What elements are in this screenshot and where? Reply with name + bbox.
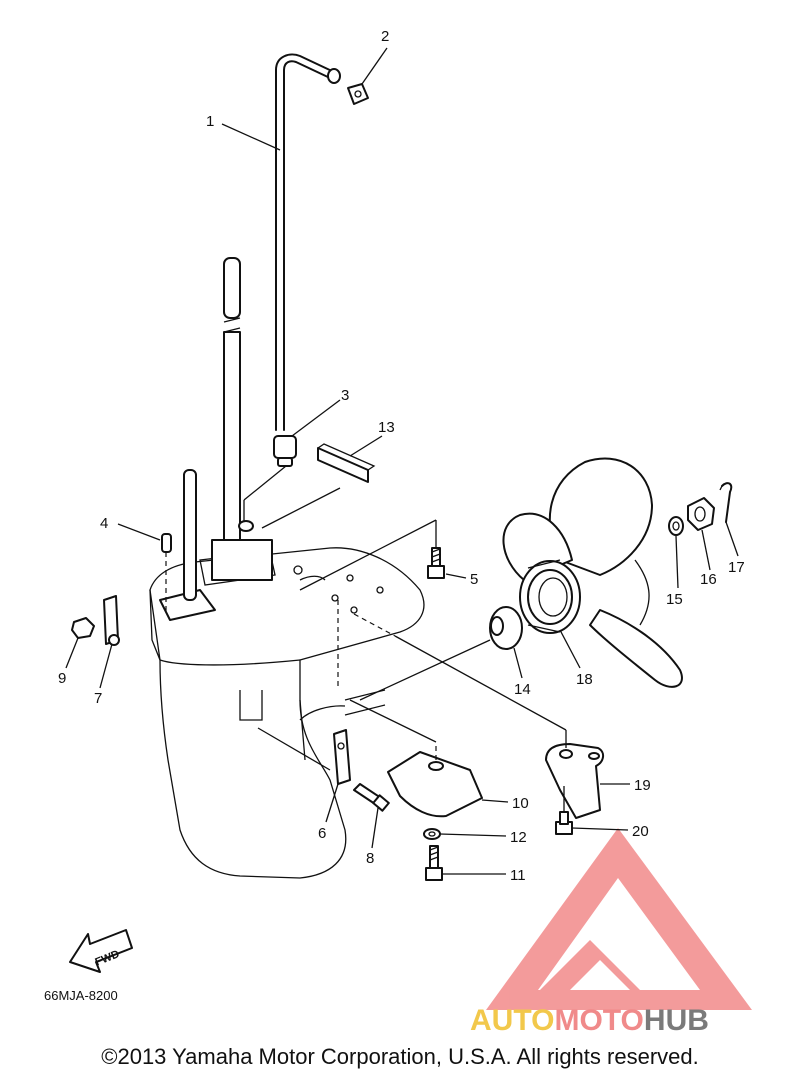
water-tube xyxy=(275,53,341,431)
callout-17: 17 xyxy=(728,559,745,576)
callout-9: 9 xyxy=(58,670,66,687)
screw-8 xyxy=(353,783,390,812)
lower-casing xyxy=(149,547,425,879)
callout-13: 13 xyxy=(378,419,395,436)
callout-4: 4 xyxy=(100,515,108,532)
callout-labels: 1 2 3 4 5 6 7 8 9 10 11 12 13 14 15 16 1… xyxy=(58,28,745,884)
nut-16 xyxy=(687,497,715,531)
watermark-logo xyxy=(486,828,752,1010)
spacer-14 xyxy=(359,606,523,701)
nut-9 xyxy=(71,617,95,639)
callout-18: 18 xyxy=(576,671,593,688)
guide-line xyxy=(353,613,396,637)
shift-rod xyxy=(183,469,197,601)
callout-19: 19 xyxy=(634,777,651,794)
svg-text:AUTOMOTOHUB: AUTOMOTOHUB xyxy=(470,1004,709,1037)
grommet xyxy=(347,83,369,105)
callout-8: 8 xyxy=(366,850,374,867)
brand-auto: AUTO xyxy=(470,1004,554,1037)
copyright-notice: ©2013 Yamaha Motor Corporation, U.S.A. A… xyxy=(101,1044,699,1069)
callout-15: 15 xyxy=(666,591,683,608)
callout-3: 3 xyxy=(341,387,349,404)
dowel-pin xyxy=(161,533,172,615)
leader-lines xyxy=(65,47,739,875)
callout-16: 16 xyxy=(700,571,717,588)
bolt-5 xyxy=(299,519,445,591)
fwd-arrow: FWD xyxy=(69,929,133,973)
callout-20: 20 xyxy=(632,823,649,840)
bolt-20 xyxy=(555,811,573,835)
trim-tab-10 xyxy=(349,699,483,818)
washer-15 xyxy=(668,516,684,536)
callout-10: 10 xyxy=(512,795,529,812)
brand-moto: MOTO xyxy=(554,1004,643,1037)
callout-11: 11 xyxy=(510,867,526,884)
cotter-pin-17 xyxy=(719,482,733,523)
propeller-18 xyxy=(502,457,683,688)
washer-12 xyxy=(423,828,441,840)
callout-6: 6 xyxy=(318,825,326,842)
brand-hub: HUB xyxy=(644,1004,709,1037)
bracket-7 xyxy=(103,595,120,646)
plate-6 xyxy=(333,729,351,785)
callout-7: 7 xyxy=(94,690,102,707)
bolt-11 xyxy=(425,845,443,881)
diagram-code: 66MJA-8200 xyxy=(44,988,118,1003)
anode-19 xyxy=(394,635,604,819)
drive-shaft xyxy=(211,257,273,581)
callout-14: 14 xyxy=(514,681,531,698)
seal-bar xyxy=(261,443,376,529)
callout-5: 5 xyxy=(470,571,478,588)
callout-2: 2 xyxy=(381,28,389,45)
callout-1: 1 xyxy=(206,113,214,130)
tube-socket xyxy=(238,520,254,532)
watermark-brand: AUTOMOTOHUB xyxy=(470,1004,709,1037)
tube-seal xyxy=(243,435,297,522)
callout-12: 12 xyxy=(510,829,527,846)
